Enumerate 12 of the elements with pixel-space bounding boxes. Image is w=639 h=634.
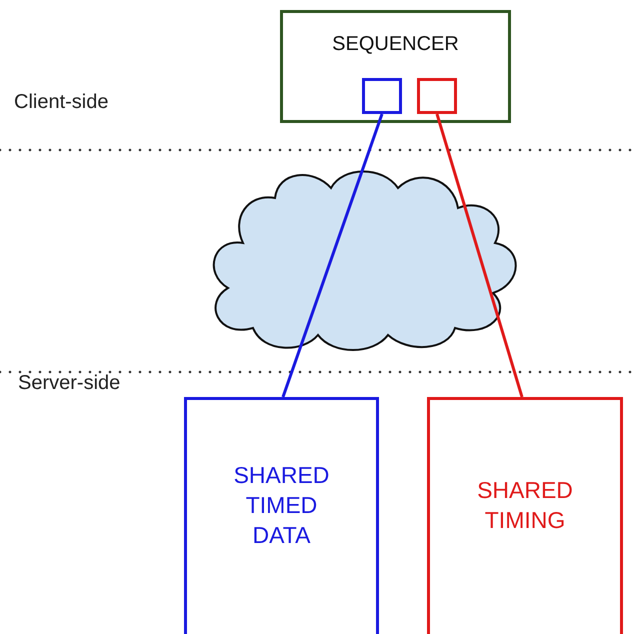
- zone-label: Server-side: [18, 372, 120, 395]
- connector-line: [282, 114, 384, 398]
- port-box: [362, 78, 402, 114]
- timing-box: [427, 397, 623, 634]
- box-label: SEQUENCER: [332, 32, 459, 57]
- connector-line: [436, 114, 524, 398]
- sequencer-box: [280, 10, 511, 123]
- box-label: SHARED TIMING: [476, 476, 574, 535]
- zone-label: Client-side: [14, 91, 108, 114]
- box-label: SHARED TIMED DATA: [232, 461, 330, 550]
- port-box: [417, 78, 457, 114]
- data-box: [184, 397, 379, 634]
